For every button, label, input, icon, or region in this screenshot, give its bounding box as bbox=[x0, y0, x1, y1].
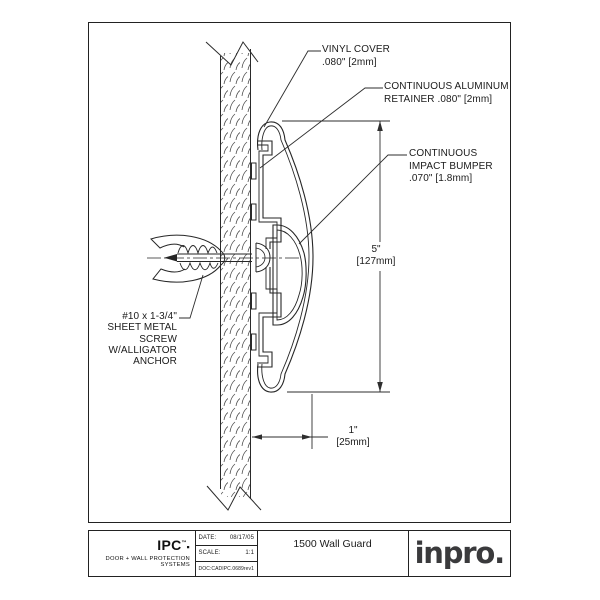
impact-bumper-profile bbox=[272, 224, 307, 326]
leader-lines bbox=[179, 50, 407, 319]
ipc-logo: IPC™▪ bbox=[91, 537, 190, 554]
title-block-ipc-cell: IPC™▪ DOOR + WALL PROTECTION SYSTEMS bbox=[89, 531, 196, 576]
dimension-text-depth: 1" [25mm] bbox=[330, 425, 376, 449]
dimension-1in bbox=[252, 394, 328, 449]
label-impact-bumper: CONTINUOUS IMPACT BUMPER .070" [1.8mm] bbox=[409, 148, 493, 186]
aluminum-retainer-profile bbox=[257, 140, 282, 368]
date-label: DATE: bbox=[198, 535, 217, 542]
drawing-title: 1500 Wall Guard bbox=[293, 538, 372, 550]
leader-screw bbox=[179, 274, 204, 319]
doc-row: DOC:CADIPC.0689rev1 bbox=[196, 560, 257, 576]
label-line: RETAINER .080" [2mm] bbox=[384, 93, 493, 105]
title-block-logo-cell: inpro. bbox=[409, 531, 510, 576]
scale-label: SCALE: bbox=[198, 550, 221, 557]
label-line: .080" [2mm] bbox=[322, 56, 377, 68]
dimension-5in bbox=[282, 120, 390, 393]
dimension-metric: [25mm] bbox=[336, 437, 370, 449]
title-block: IPC™▪ DOOR + WALL PROTECTION SYSTEMS DAT… bbox=[88, 530, 511, 577]
label-line: #10 x 1-3/4" bbox=[122, 311, 177, 322]
dimension-value: 5" bbox=[371, 244, 381, 255]
ipc-tagline: DOOR + WALL PROTECTION SYSTEMS bbox=[105, 556, 190, 568]
leader-impact-bumper bbox=[298, 154, 407, 245]
doc-value: DOC:CADIPC.0689rev1 bbox=[198, 565, 255, 572]
inpro-logo: inpro. bbox=[414, 536, 506, 570]
label-line: VINYL COVER bbox=[322, 44, 390, 55]
label-line: SHEET METAL bbox=[107, 322, 177, 334]
date-row: DATE: 08/17/05 bbox=[196, 531, 257, 545]
drawing-border bbox=[88, 22, 511, 523]
anchor-teeth bbox=[177, 245, 218, 255]
vinyl-cover-profile bbox=[257, 121, 314, 393]
ipc-bullet: ▪ bbox=[186, 542, 190, 552]
break-line-bottom bbox=[206, 485, 262, 511]
ipc-logo-text: IPC bbox=[157, 537, 182, 553]
break-line-top bbox=[205, 41, 259, 66]
screw-assembly bbox=[147, 234, 299, 283]
wall-section bbox=[205, 41, 262, 511]
label-line: W/ALLIGATOR bbox=[108, 344, 177, 356]
label-line: CONTINUOUS ALUMINUM bbox=[384, 81, 509, 92]
dimension-metric: [127mm] bbox=[356, 256, 396, 268]
label-line: CONTINUOUS bbox=[409, 148, 478, 159]
title-block-title-cell: 1500 Wall Guard bbox=[258, 531, 409, 576]
ipc-trademark: ™ bbox=[181, 540, 187, 546]
wall-hatch bbox=[221, 53, 250, 497]
label-vinyl-cover: VINYL COVER .080" [2mm] bbox=[322, 44, 390, 69]
label-sheet-metal-screw: #10 x 1-3/4" SHEET METAL SCREW W/ALLIGAT… bbox=[107, 311, 177, 367]
alligator-anchor bbox=[150, 234, 226, 283]
label-line: ANCHOR bbox=[133, 356, 177, 368]
scale-value: 1:1 bbox=[245, 550, 255, 557]
title-block-info-cell: DATE: 08/17/05 SCALE: 1:1 DOC:CADIPC.068… bbox=[196, 531, 258, 576]
label-aluminum-retainer: CONTINUOUS ALUMINUM RETAINER .080" [2mm] bbox=[384, 81, 509, 106]
leader-retainer bbox=[259, 87, 383, 169]
label-line: .070" [1.8mm] bbox=[409, 173, 473, 185]
leader-vinyl-cover bbox=[263, 50, 321, 128]
dimension-value: 1" bbox=[348, 425, 358, 436]
label-line: IMPACT BUMPER bbox=[409, 160, 493, 172]
label-line: SCREW bbox=[139, 333, 177, 345]
dimension-text-height: 5" [127mm] bbox=[346, 244, 406, 268]
scale-row: SCALE: 1:1 bbox=[196, 545, 257, 560]
date-value: 08/17/05 bbox=[229, 535, 255, 542]
